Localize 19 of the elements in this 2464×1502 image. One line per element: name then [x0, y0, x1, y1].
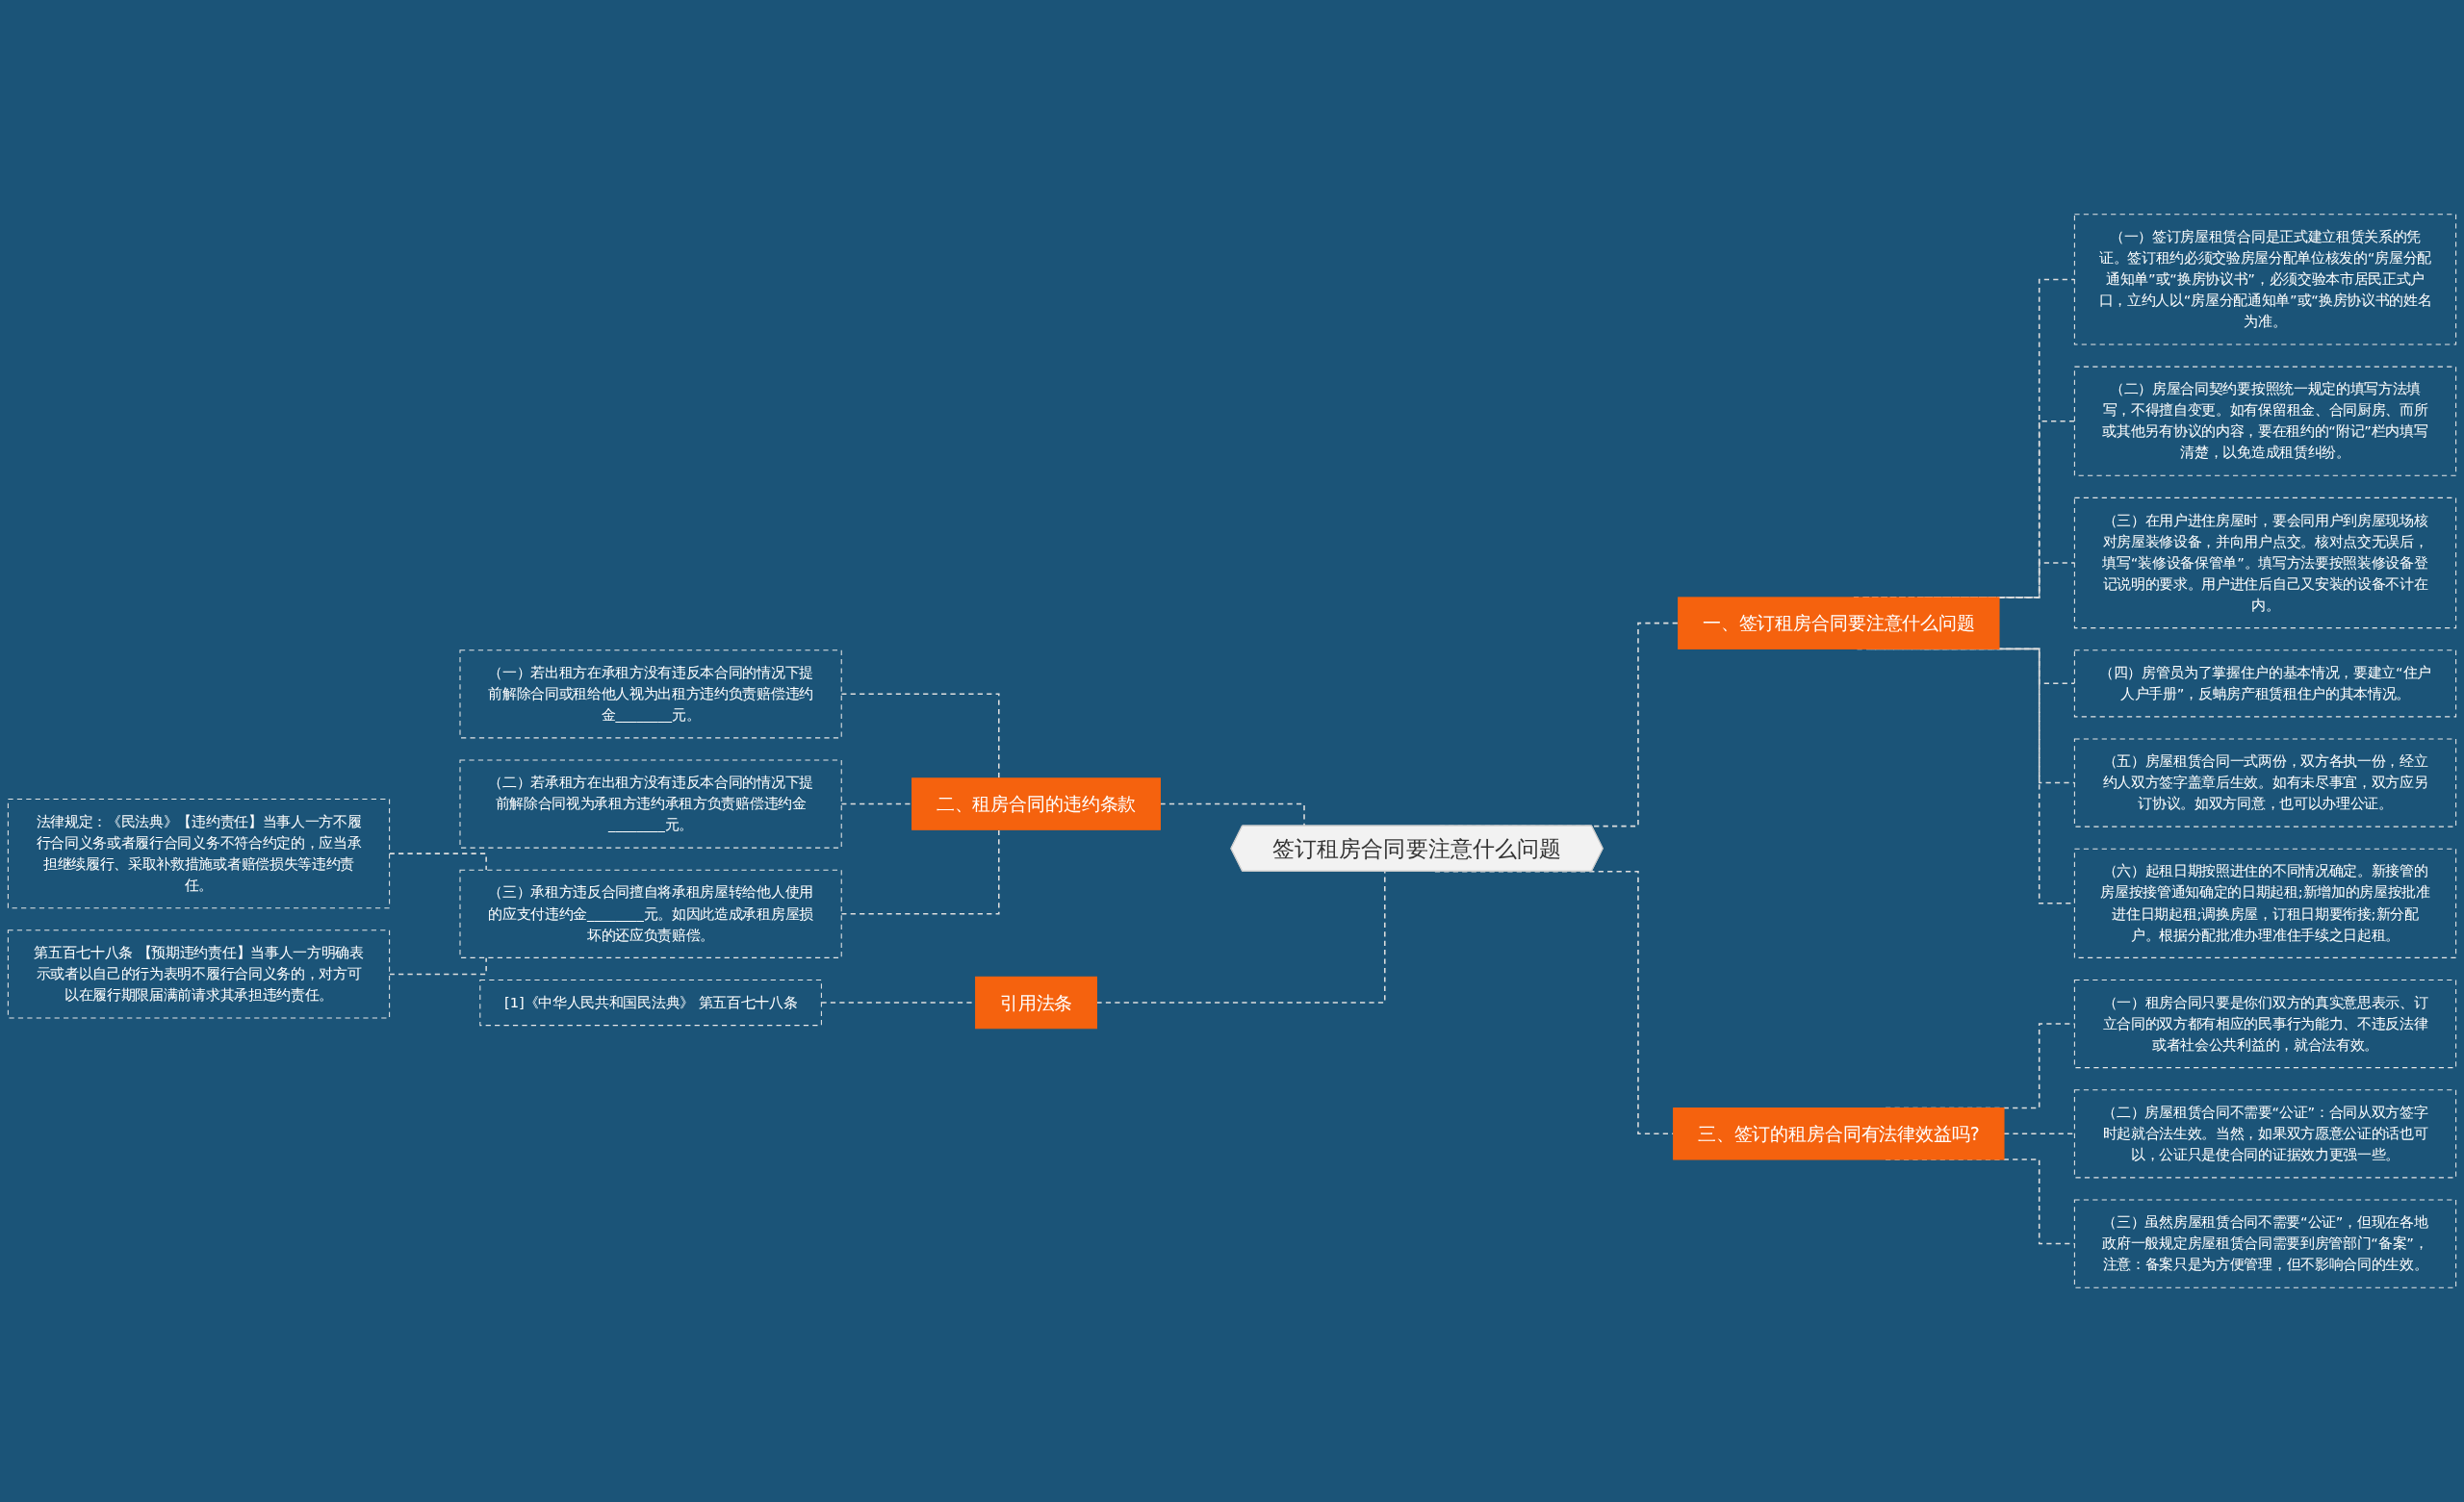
node-box: 第五百七十八条 【预期违约责任】当事人一方明确表示或者以自己的行为表明不履行合同义务的，对方可以在履行期限届满前请求其承担违约责任。: [7, 929, 391, 1019]
node-box: （四）房管员为了掌握住户的基本情况，要建立“住户人户手册”，反蚺房产租赁租住户的其本情况。: [2073, 649, 2457, 718]
node-box: （二）若承租方在出租方没有违反本合同的情况下提前解除合同视为承租方违约承租方负责赔偿违约金________元。: [459, 759, 842, 849]
node-box: （六）起租日期按照进住的不同情况确定。新接管的房屋按接管通知确定的日期起租;新增加的房屋按批准进住日期起租;调换房屋，订租日期要衔接;新分配户。根据分配批准办理准住手续之日起租。: [2073, 848, 2457, 958]
node-box: 引用法条: [975, 976, 1097, 1030]
node-box: （三）虽然房屋租赁合同不需要“公证”，但现在各地政府一般规定房屋租赁合同需要到房管部门“备案”，注意：备案只是为方便管理，但不影响合同的生效。: [2073, 1199, 2457, 1288]
node-box: （三）在用户进住房屋时，要会同用户到房屋现场核对房屋装修设备，并向用户点交。核对点交无误后，填写“装修设备保管单”。填写方法要按照装修设备登记说明的要求。用户进住后自己又安装的设备不计在内。: [2073, 496, 2457, 629]
node-box: 法律规定：《民法典》【违约责任】当事人一方不履行合同义务或者履行合同义务不符合约定的，应当承担继续履行、采取补救措施或者赔偿损失等违约责任。: [7, 799, 391, 909]
node-box: （二）房屋租赁合同不需要“公证”：合同从双方签字时起就合法生效。当然，如果双方愿意公证的话也可以，公证只是使合同的证据效力更强一些。: [2073, 1089, 2457, 1179]
node-box: （一）若出租方在承租方没有违反本合同的情况下提前解除合同或租给他人视为出租方违约负责赔偿违约金________元。: [459, 649, 842, 739]
node-box: （二）房屋合同契约要按照统一规定的填写方法填写，不得擅自变更。如有保留租金、合同厨房、而所或其他另有协议的内容，要在租约的“附记”栏内填写清楚，以免造成租赁纠纷。: [2073, 366, 2457, 476]
node-box: 三、签订的租房合同有法律效益吗?: [1673, 1107, 2005, 1160]
node-box: （一）签订房屋租赁合同是正式建立租赁关系的凭证。签订租约必须交验房屋分配单位核发的“房屋分配通知单”或“换房协议书”，必须交验本市居民正式户口，立约人以“房屋分配通知单”或“换房协议书的姓名为准。: [2073, 214, 2457, 345]
node-box: 二、租房合同的违约条款: [911, 777, 1161, 830]
node-box: （五）房屋租赁合同一式两份，双方各执一份，经立约人双方签字盖章后生效。如有未尽事宜，双方应另订协议。如双方同意，也可以办理公证。: [2073, 738, 2457, 827]
node-box: 一、签订租房合同要注意什么问题: [1678, 597, 2000, 649]
node-box: （一）租房合同只要是你们双方的真实意思表示、订立合同的双方都有相应的民事行为能力、不违反法律或者社会公共利益的，就合法有效。: [2073, 979, 2457, 1069]
node-box: （三）承租方违反合同擅自将承租房屋转给他人使用的应支付违约金________元。如因此造成承租房屋损坏的还应负责赔偿。: [459, 869, 842, 958]
node-box: [1]《中华人民共和国民法典》 第五百七十八条: [479, 979, 822, 1027]
